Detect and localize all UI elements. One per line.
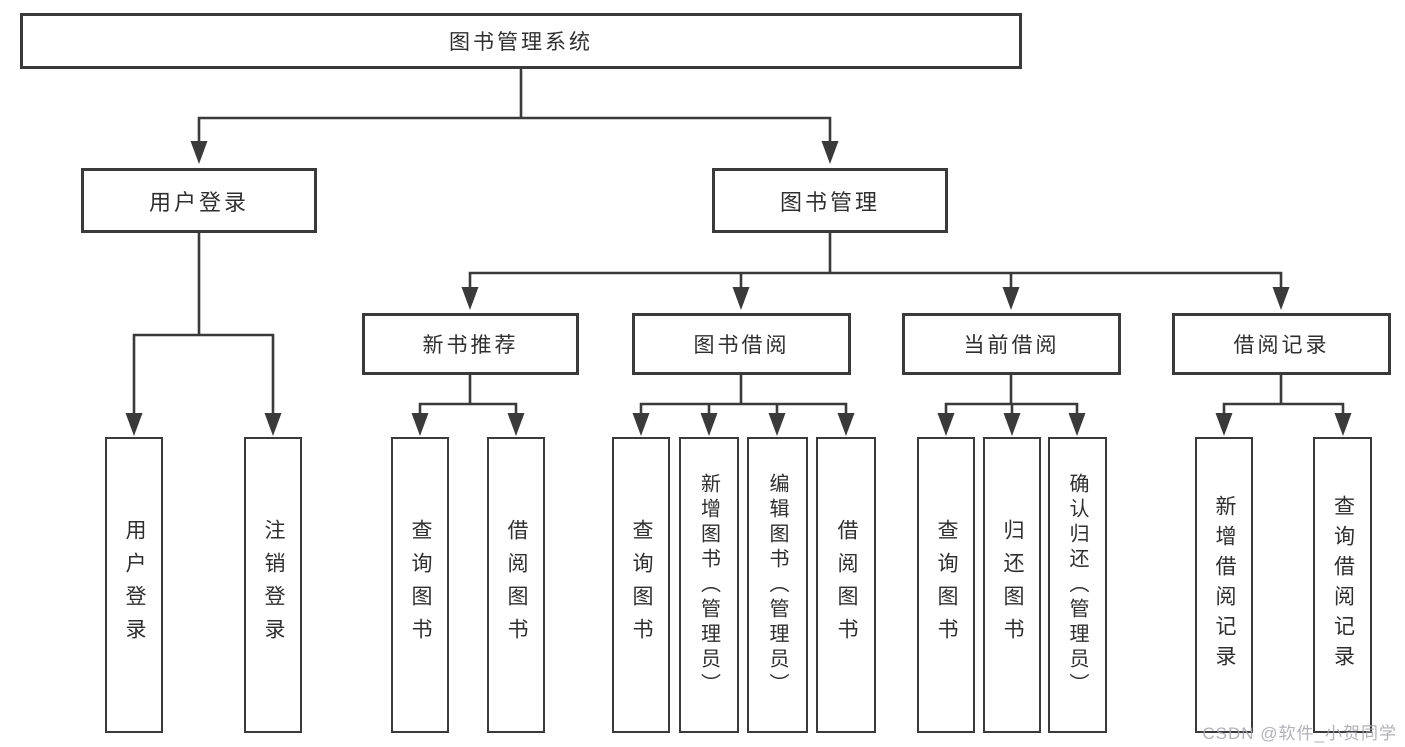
node-borrowing-records-label: 借阅记录 bbox=[1233, 334, 1330, 357]
node-borrowing-records: 借阅记录 bbox=[1172, 313, 1391, 375]
node-leaf-query-books-recommend-label: 查询图书 bbox=[409, 519, 432, 651]
node-book-management-label: 图书管理 bbox=[779, 189, 880, 215]
node-leaf-add-books-admin: 新增图书（管理员） bbox=[679, 437, 739, 733]
node-current-borrowing: 当前借阅 bbox=[902, 313, 1121, 375]
node-leaf-borrow-books-label: 借阅图书 bbox=[835, 519, 858, 651]
node-library-system-label: 图书管理系统 bbox=[449, 31, 593, 54]
node-leaf-query-borrow-record: 查询借阅记录 bbox=[1313, 437, 1372, 733]
node-leaf-query-books-borrowing-label: 查询图书 bbox=[630, 519, 653, 651]
node-leaf-logout-label: 注销登录 bbox=[262, 519, 285, 651]
node-library-system: 图书管理系统 bbox=[20, 13, 1022, 69]
node-leaf-query-books-current-label: 查询图书 bbox=[935, 519, 958, 651]
node-leaf-query-borrow-record-label: 查询借阅记录 bbox=[1331, 495, 1355, 675]
node-leaf-user-login-label: 用户登录 bbox=[123, 519, 146, 651]
node-leaf-query-books-recommend: 查询图书 bbox=[391, 437, 449, 733]
node-book-management: 图书管理 bbox=[712, 168, 948, 233]
node-user-login: 用户登录 bbox=[81, 168, 317, 233]
node-leaf-add-borrow-record: 新增借阅记录 bbox=[1195, 437, 1253, 733]
node-leaf-confirm-return-admin-label: 确认归还（管理员） bbox=[1066, 472, 1088, 698]
node-leaf-edit-books-admin: 编辑图书（管理员） bbox=[747, 437, 808, 733]
node-leaf-confirm-return-admin: 确认归还（管理员） bbox=[1048, 437, 1107, 733]
node-leaf-borrow-books-recommend: 借阅图书 bbox=[487, 437, 545, 733]
node-leaf-add-books-admin-label: 新增图书（管理员） bbox=[697, 472, 720, 698]
watermark-text: CSDN @软件_小贺同学 bbox=[1202, 724, 1397, 743]
node-leaf-borrow-books: 借阅图书 bbox=[816, 437, 876, 733]
node-leaf-query-books-current: 查询图书 bbox=[917, 437, 975, 733]
node-book-borrowing: 图书借阅 bbox=[632, 313, 851, 375]
node-leaf-logout: 注销登录 bbox=[244, 437, 302, 733]
node-leaf-borrow-books-recommend-label: 借阅图书 bbox=[505, 519, 528, 651]
node-leaf-add-borrow-record-label: 新增借阅记录 bbox=[1213, 495, 1236, 675]
node-user-login-label: 用户登录 bbox=[148, 189, 249, 215]
node-leaf-return-books: 归还图书 bbox=[983, 437, 1041, 733]
node-leaf-query-books-borrowing: 查询图书 bbox=[612, 437, 670, 733]
node-new-book-recommend-label: 新书推荐 bbox=[422, 334, 519, 357]
node-leaf-return-books-label: 归还图书 bbox=[1001, 519, 1024, 651]
node-book-borrowing-label: 图书借阅 bbox=[693, 334, 790, 357]
node-leaf-user-login: 用户登录 bbox=[105, 437, 163, 733]
node-current-borrowing-label: 当前借阅 bbox=[963, 334, 1060, 357]
node-new-book-recommend: 新书推荐 bbox=[362, 313, 579, 375]
node-leaf-edit-books-admin-label: 编辑图书（管理员） bbox=[766, 472, 788, 698]
